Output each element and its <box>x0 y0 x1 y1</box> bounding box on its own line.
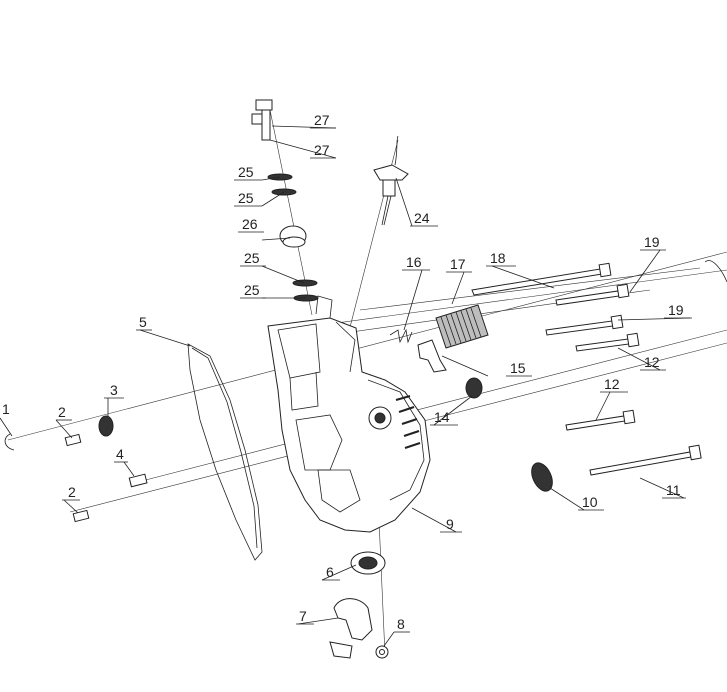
o-ring-edge <box>704 260 727 283</box>
callout-18: 18 <box>490 250 506 266</box>
callout-17: 17 <box>450 256 466 272</box>
callout-10: 10 <box>582 494 598 510</box>
callout-2: 2 <box>68 484 76 500</box>
callout-27: 27 <box>314 142 330 158</box>
dipstick-24 <box>373 135 409 226</box>
callout-9: 9 <box>446 516 454 532</box>
callout-14: 14 <box>434 409 450 425</box>
callout-1: 1 <box>2 401 10 417</box>
callout-5: 5 <box>139 314 147 330</box>
seal-3 <box>98 415 114 437</box>
label-underlines <box>56 127 692 633</box>
callout-8: 8 <box>397 616 405 632</box>
callout-12: 12 <box>644 354 660 370</box>
seal-10 <box>531 462 553 492</box>
pipe-7 <box>329 598 373 659</box>
callout-3: 3 <box>110 382 118 398</box>
callout-25: 25 <box>244 282 260 298</box>
spring-16 <box>389 328 413 344</box>
clip-1 <box>4 433 15 451</box>
bolt-4 <box>128 473 148 488</box>
oil-seal-6 <box>350 551 386 575</box>
callout-2: 2 <box>58 404 66 420</box>
callout-12: 12 <box>604 376 620 392</box>
bolt-27 <box>251 99 273 141</box>
clip-8 <box>375 645 389 659</box>
callout-16: 16 <box>406 254 422 270</box>
crankcase-cover-9 <box>267 295 431 533</box>
callout-6: 6 <box>326 564 334 580</box>
knob-14 <box>465 377 483 399</box>
roller-17 <box>435 304 489 349</box>
callout-11: 11 <box>666 482 681 498</box>
bracket-15 <box>417 339 447 373</box>
callout-25: 25 <box>244 250 260 266</box>
callout-25: 25 <box>238 164 254 180</box>
dowel-2 <box>64 433 90 523</box>
callout-24: 24 <box>414 210 430 226</box>
leader-lines <box>0 125 691 647</box>
callout-19: 19 <box>668 302 684 318</box>
sleeve-26 <box>279 225 307 248</box>
gasket-5 <box>187 343 263 561</box>
callout-4: 4 <box>116 446 124 462</box>
callout-7: 7 <box>299 608 307 624</box>
callout-15: 15 <box>510 360 526 376</box>
assembly-axes <box>7 109 727 656</box>
long-bolts <box>471 262 702 476</box>
callout-26: 26 <box>242 216 258 232</box>
callout-19: 19 <box>644 234 660 250</box>
callout-25: 25 <box>238 190 254 206</box>
callout-27: 27 <box>314 112 330 128</box>
callout-labels: 1 2 2 3 4 5 6 7 8 9 10 11 12 12 14 15 16… <box>2 112 684 632</box>
